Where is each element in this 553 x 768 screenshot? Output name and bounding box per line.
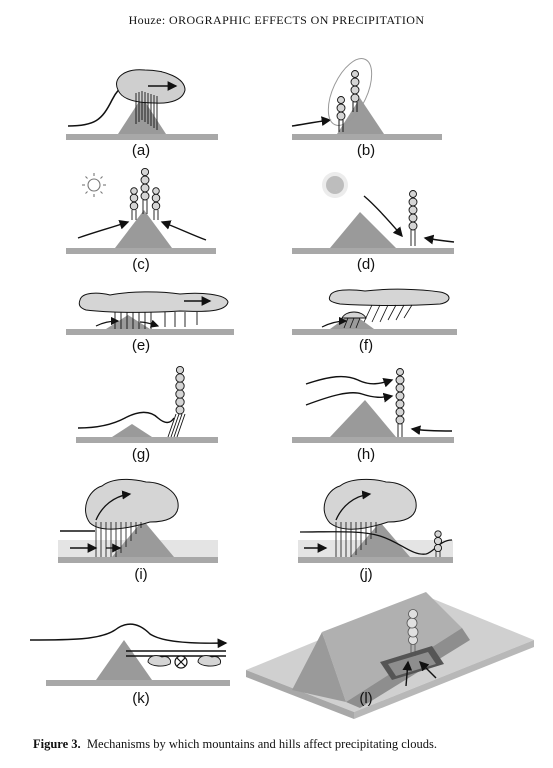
figure-caption: Figure 3. Mechanisms by which mountains … <box>33 737 533 752</box>
panel-b-label: (b) <box>356 142 376 159</box>
panel-j-label: (j) <box>359 566 373 583</box>
panel-f <box>292 288 457 335</box>
panel-k <box>29 623 230 686</box>
figure-caption-label: Figure 3. <box>33 737 81 751</box>
figure-caption-text: Mechanisms by which mountains and hills … <box>86 737 437 751</box>
panel-e-label: (e) <box>131 337 151 354</box>
panel-d <box>292 172 455 254</box>
panel-k-label: (k) <box>132 690 150 707</box>
sun-icon <box>82 173 106 197</box>
panel-a-label: (a) <box>131 142 151 159</box>
panel-i <box>58 478 218 563</box>
panel-l <box>246 592 534 719</box>
panel-h-label: (h) <box>356 446 376 463</box>
panel-b <box>291 58 442 140</box>
panel-a <box>66 69 218 140</box>
panel-i-label: (i) <box>134 566 148 583</box>
panel-d-label: (d) <box>356 256 376 273</box>
panel-g <box>76 365 218 443</box>
panel-f-label: (f) <box>358 337 374 354</box>
panel-j <box>298 478 453 563</box>
panel-l-label: (l) <box>359 690 373 707</box>
panel-c-label: (c) <box>132 256 150 273</box>
panel-h <box>292 368 454 443</box>
into-page-symbol <box>174 655 188 669</box>
running-header: Houze: OROGRAPHIC EFFECTS ON PRECIPITATI… <box>128 13 425 27</box>
panel-e <box>66 291 234 335</box>
panel-c <box>66 167 216 254</box>
panel-g-label: (g) <box>131 446 151 463</box>
moon-icon <box>322 172 348 198</box>
